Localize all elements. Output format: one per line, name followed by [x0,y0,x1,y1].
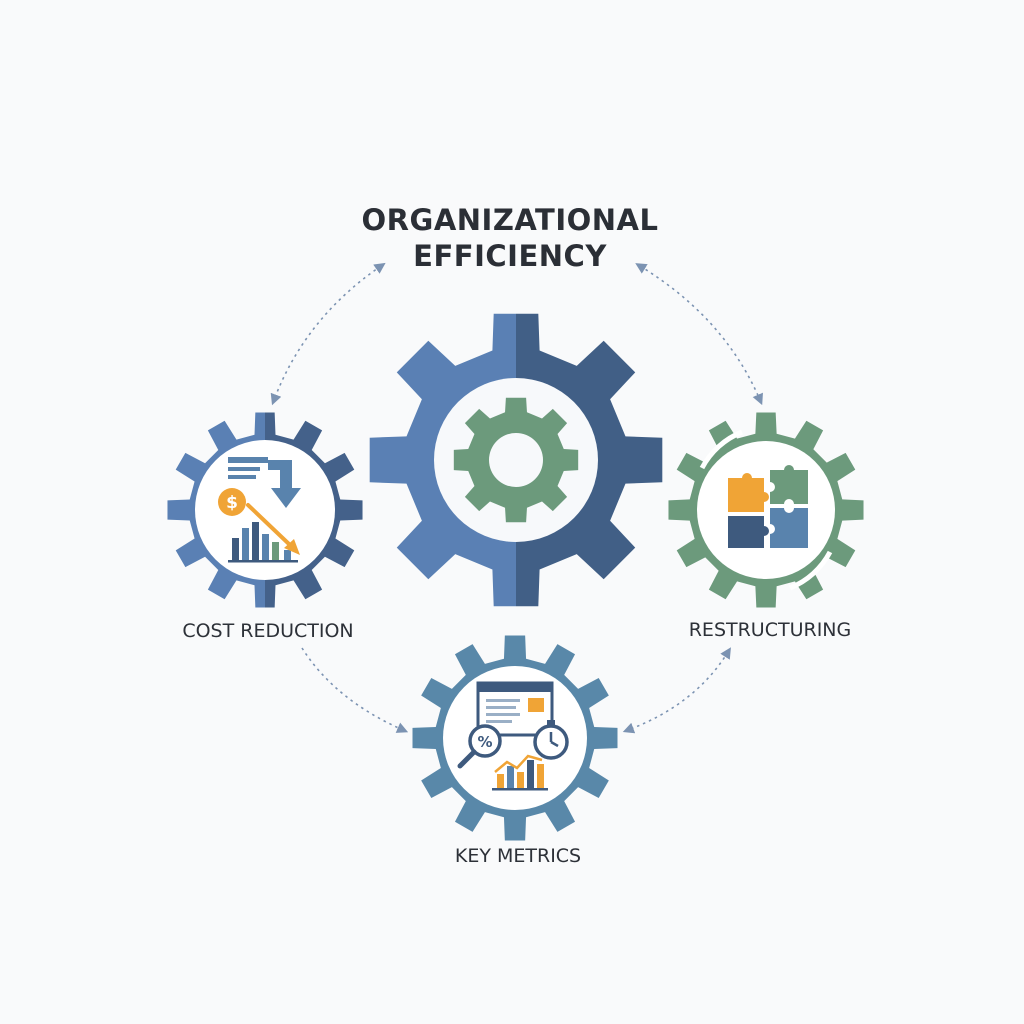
connector-arrows [270,262,763,734]
dashboard-metrics-icon: % [457,681,569,791]
restructuring-label: RESTRUCTURING [689,619,852,641]
arrow-restructuring-to-key-metrics [622,647,731,734]
title-line-1: ORGANIZATIONAL [362,203,659,237]
arrow-title-to-restructuring [635,263,763,406]
cost-reduction-label: COST REDUCTION [182,620,353,642]
cost-reduction-icon: $ [218,457,301,563]
restructuring-gear [668,412,864,608]
inner-green-gear-icon [453,397,579,523]
central-gear-icon [369,313,663,607]
cost-reduction-gear: $ [167,412,363,608]
key-metrics-gear: % [412,635,618,841]
svg-text:%: % [477,733,492,751]
arrow-cost-reduction-to-key-metrics [301,647,409,733]
key-metrics-label: KEY METRICS [455,845,581,867]
puzzle-pieces-icon [728,465,808,548]
svg-text:$: $ [226,493,238,513]
title-line-2: EFFICIENCY [413,239,607,273]
arrow-title-to-cost-reduction [270,262,386,406]
